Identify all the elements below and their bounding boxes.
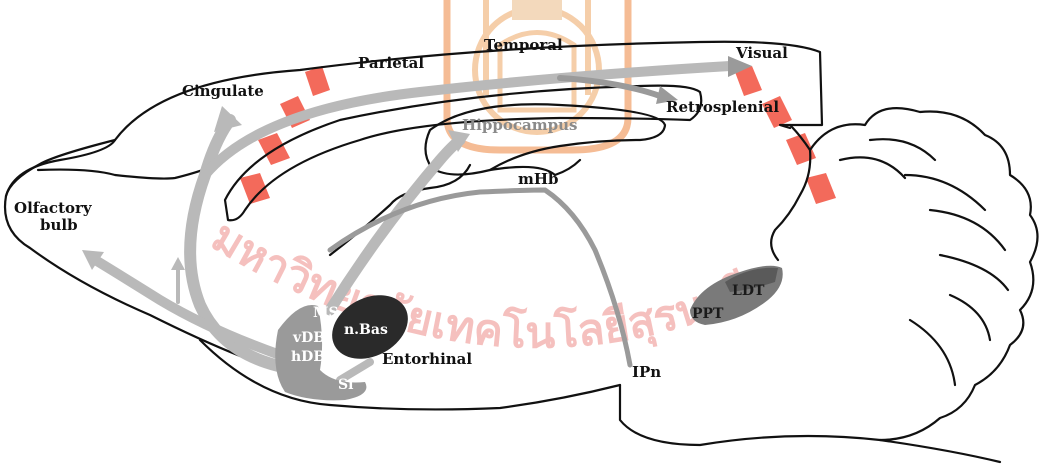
arrowhead-olfactory-small: [171, 257, 185, 270]
cerebellum-folia: [840, 139, 1008, 385]
brainstem-outline: [620, 385, 1000, 462]
label-ldt: LDT: [732, 283, 765, 299]
label-nbas: n.Bas: [344, 322, 388, 338]
label-ms: MS: [313, 305, 339, 321]
cerebellum-outline: [810, 108, 1038, 440]
label-si: Si: [338, 377, 353, 393]
label-hippocampus: Hippocampus: [462, 116, 577, 134]
label-olfactory-line2: bulb: [40, 216, 78, 234]
label-retrosplenial: Retrosplenial: [666, 98, 779, 116]
olfactory-inner-line: [38, 160, 222, 179]
brain-outline: [5, 42, 1038, 462]
label-ipn: IPn: [632, 363, 661, 381]
label-hdb: hDB: [291, 349, 325, 365]
label-vdb: vDB: [292, 330, 325, 346]
pathway-hippocampus: [330, 140, 460, 310]
label-olfactory-line1: Olfactory: [14, 199, 93, 217]
arrowhead-cingulate: [214, 106, 242, 132]
label-visual: Visual: [735, 44, 788, 62]
label-mhb: mHb: [518, 170, 559, 188]
label-temporal: Temporal: [484, 36, 563, 54]
label-parietal: Parietal: [358, 54, 424, 72]
label-entorhinal: Entorhinal: [382, 350, 472, 368]
label-cingulate: Cingulate: [182, 82, 264, 100]
label-ppt: PPT: [692, 306, 724, 322]
